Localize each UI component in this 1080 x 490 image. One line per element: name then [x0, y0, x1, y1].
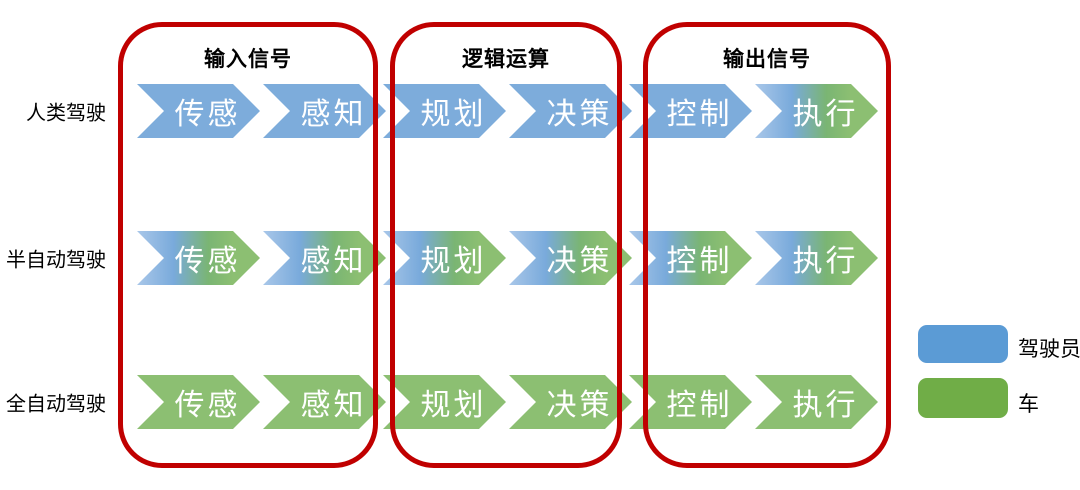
row-label-semi-autonomous: 半自动驾驶	[6, 249, 106, 272]
chevron-step: 传感	[137, 84, 260, 138]
chevron-label: 规划	[420, 245, 487, 278]
group-label-output-signal: 输出信号	[723, 48, 811, 71]
chevron-label: 控制	[666, 389, 733, 422]
chevron-step: 规划	[383, 231, 506, 285]
chevron-step: 决策	[509, 84, 632, 138]
chevron-label: 执行	[792, 245, 859, 278]
legend-swatch-driver	[918, 325, 1008, 363]
chevron-label: 执行	[792, 98, 859, 131]
chevron-step: 决策	[509, 231, 632, 285]
chevron-step: 感知	[263, 231, 386, 285]
chevron-label: 控制	[666, 98, 733, 131]
legend-swatch-vehicle	[918, 378, 1008, 418]
chevron-step: 规划	[383, 375, 506, 429]
chevron-step: 感知	[263, 375, 386, 429]
legend-label-vehicle: 车	[1018, 393, 1039, 416]
chevron-step: 感知	[263, 84, 386, 138]
chevron-label: 传感	[174, 98, 241, 131]
chevron-step: 执行	[755, 231, 878, 285]
group-label-logic-operation: 逻辑运算	[462, 48, 550, 71]
chevron-step: 规划	[383, 84, 506, 138]
row-label-fully-autonomous: 全自动驾驶	[6, 393, 106, 416]
legend-label-driver: 驾驶员	[1018, 338, 1080, 361]
chevron-label: 规划	[420, 98, 487, 131]
chevron-label: 感知	[300, 245, 367, 278]
chevron-label: 传感	[174, 245, 241, 278]
chevron-label: 传感	[174, 389, 241, 422]
row-label-human-driving: 人类驾驶	[26, 102, 106, 125]
flow-row-fully-autonomous: 全自动驾驶 传感 感知 规划 决策 控制 执行	[0, 375, 1080, 429]
flow-row-semi-autonomous: 半自动驾驶 传感 感知 规划 决策 控制 执行	[0, 231, 1080, 285]
chevron-step: 传感	[137, 231, 260, 285]
chevron-label: 控制	[666, 245, 733, 278]
chevron-step: 控制	[629, 84, 752, 138]
chevron-label: 决策	[546, 98, 613, 131]
chevron-step: 控制	[629, 231, 752, 285]
chevron-step: 控制	[629, 375, 752, 429]
chevron-label: 执行	[792, 389, 859, 422]
chevron-label: 感知	[300, 389, 367, 422]
chevron-step: 决策	[509, 375, 632, 429]
chevron-step: 执行	[755, 84, 878, 138]
group-label-input-signal: 输入信号	[204, 48, 292, 71]
chevron-label: 规划	[420, 389, 487, 422]
chevron-label: 决策	[546, 245, 613, 278]
chevron-label: 感知	[300, 98, 367, 131]
flow-row-human-driving: 人类驾驶 传感 感知 规划 决策 控制 执行	[0, 84, 1080, 138]
chevron-step: 执行	[755, 375, 878, 429]
chevron-label: 决策	[546, 389, 613, 422]
chevron-step: 传感	[137, 375, 260, 429]
